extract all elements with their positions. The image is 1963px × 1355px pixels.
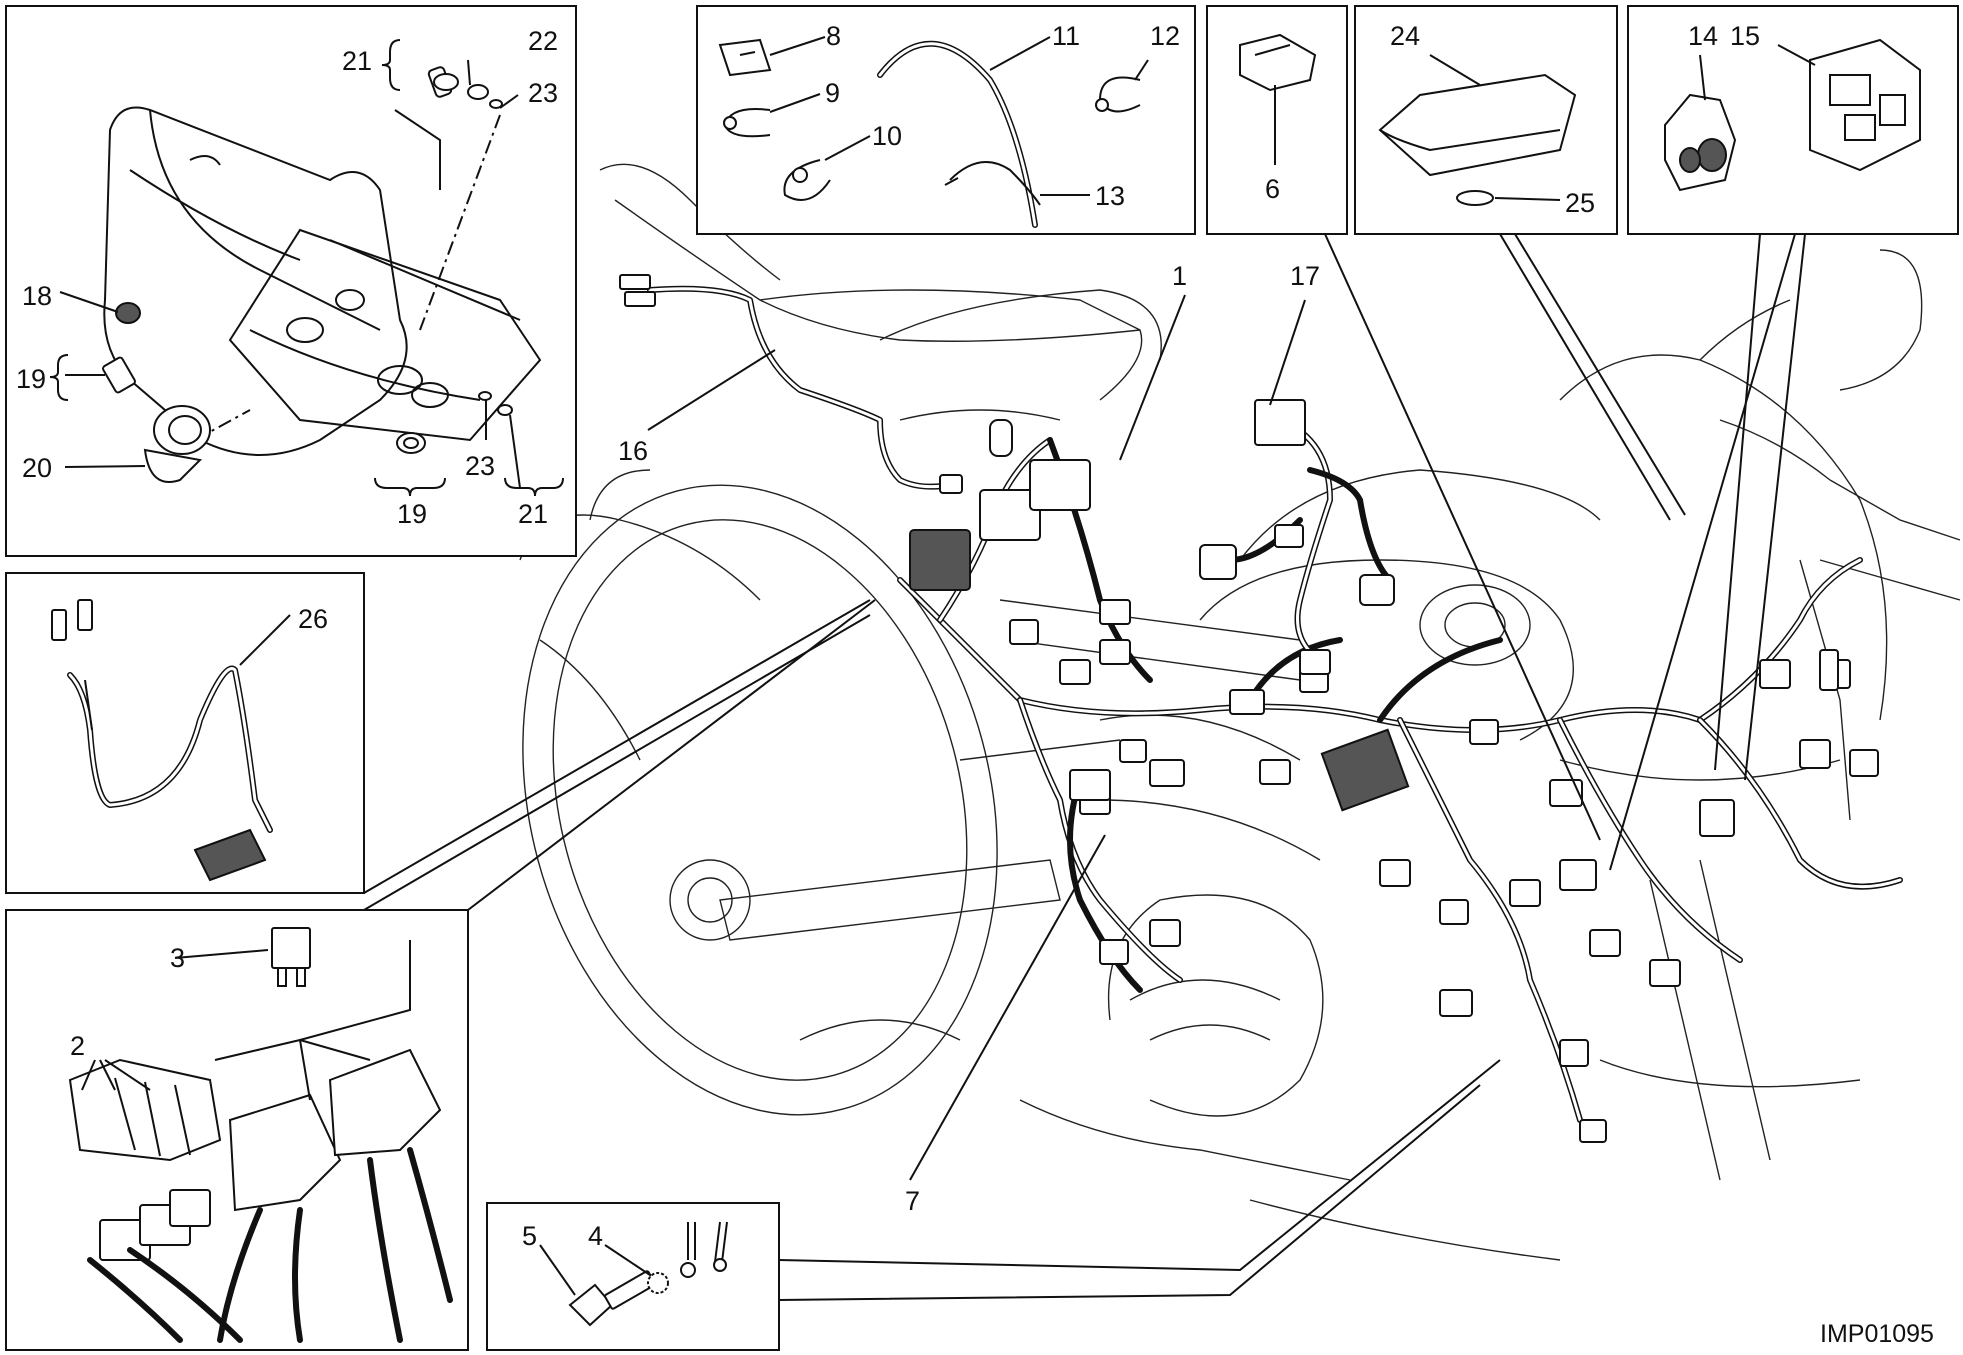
callout-23-bottom: 23 <box>465 451 495 481</box>
callout-8: 8 <box>826 21 841 51</box>
inset-clips <box>696 5 1196 235</box>
main-wiring-harness <box>897 419 1903 1143</box>
callout-7: 7 <box>905 1186 920 1216</box>
callout-18: 18 <box>22 281 52 311</box>
callout-12: 12 <box>1150 21 1180 51</box>
callout-15: 15 <box>1730 21 1760 51</box>
callout-6: 6 <box>1265 174 1280 204</box>
callout-19-bottom: 19 <box>397 499 427 529</box>
callout-10: 10 <box>872 121 902 151</box>
callout-22: 22 <box>528 26 558 56</box>
callout-14: 14 <box>1688 21 1718 51</box>
sub-harness-17 <box>1199 399 1395 675</box>
callout-2: 2 <box>70 1031 85 1061</box>
callout-19-left: 19 <box>16 364 46 394</box>
callout-21-bottom: 21 <box>518 499 548 529</box>
inset-harness-26 <box>5 572 365 894</box>
inset-relays-fuses <box>5 909 469 1351</box>
callout-1: 1 <box>1172 261 1187 291</box>
inset-connector-6 <box>1206 5 1348 235</box>
callout-11: 11 <box>1052 21 1080 51</box>
callout-16: 16 <box>618 436 648 466</box>
inset-ecu-24 <box>1354 5 1618 235</box>
callout-25: 25 <box>1565 188 1595 218</box>
inset-holders-14-15 <box>1627 5 1959 235</box>
callout-23-top: 23 <box>528 78 558 108</box>
callout-4: 4 <box>588 1221 603 1251</box>
rear-lead-harness-16 <box>619 274 963 494</box>
callout-24: 24 <box>1390 21 1420 51</box>
callout-20: 20 <box>22 453 52 483</box>
callout-17: 17 <box>1290 261 1320 291</box>
callout-3: 3 <box>170 943 185 973</box>
inset-tail-tray <box>5 5 577 557</box>
callout-13: 13 <box>1095 181 1125 211</box>
callout-leaders <box>363 233 1806 1301</box>
callout-9: 9 <box>825 78 840 108</box>
motorcycle-outline <box>519 163 1961 1261</box>
callout-labels: 1 2 3 4 5 6 7 8 9 10 11 12 13 14 15 16 1… <box>16 21 1934 1348</box>
inset-bolt-4-5 <box>486 1202 780 1351</box>
diagram-code: IMP01095 <box>1820 1320 1934 1348</box>
callout-21-top: 21 <box>342 46 372 76</box>
callout-26: 26 <box>298 604 328 634</box>
callout-5: 5 <box>522 1221 537 1251</box>
